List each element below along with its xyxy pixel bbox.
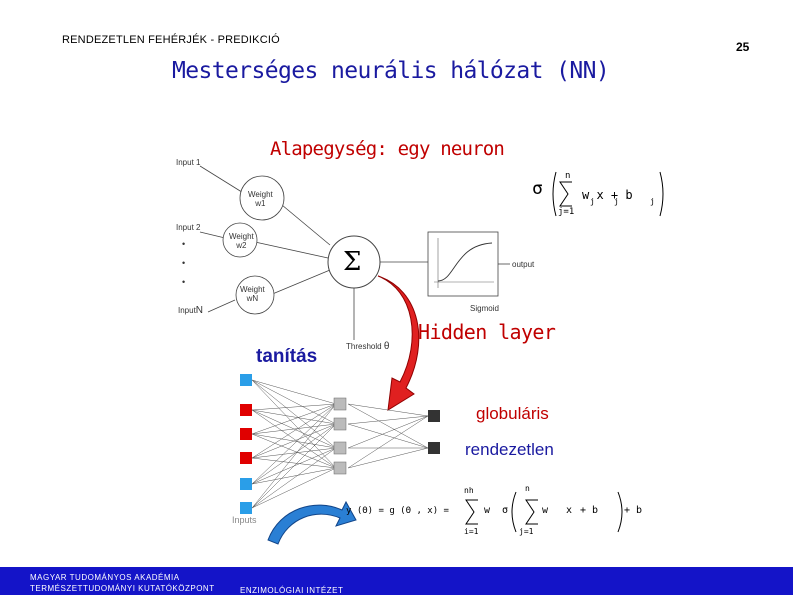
hidden-layer-label: Hidden layer [418, 320, 556, 344]
formula-bottom-sigma: σ [502, 505, 509, 516]
inputs-label: Inputs [232, 515, 257, 525]
threshold-label: Threshold θ [346, 341, 390, 352]
network-diagram [240, 374, 440, 514]
input-n-label: InputN [178, 305, 204, 316]
output-node-1 [428, 410, 440, 422]
globularis-label: globuláris [476, 404, 549, 423]
formula-top-term: w x + b [582, 188, 633, 202]
hidden-node-1 [333, 397, 347, 411]
subtitle: Alapegység: egy neuron [270, 138, 505, 160]
formula-bottom-upper-1: nh [464, 486, 474, 495]
formula-top-sub-1: j [590, 197, 595, 206]
weight-2-node [222, 222, 258, 258]
neuron-diagram [199, 165, 510, 340]
footer-organization: MAGYAR TUDOMÁNYOS AKADÉMIA TERMÉSZETTUDO… [30, 573, 215, 593]
formula-bottom-upper-2: n [525, 484, 530, 493]
blue-arrow [267, 500, 357, 545]
formula-bottom-plus-b2: + b [624, 505, 643, 516]
ellipsis-dot-3: • [182, 277, 186, 287]
section-header: RENDEZETLEN FEHÉRJÉK - PREDIKCIÓ [62, 34, 280, 46]
output-label: output [512, 260, 535, 269]
input-node-1 [240, 374, 252, 386]
formula-bottom-left: y (Θ) = g (Θ , x) = [346, 506, 449, 516]
input-node-3 [240, 428, 252, 440]
input-2-label: Input 2 [176, 223, 201, 232]
formula-top-sigma: σ [532, 178, 543, 199]
ellipsis-dot-2: • [182, 258, 186, 268]
slide-title: Mesterséges neurális hálózat (NN) [172, 58, 610, 84]
page-number: 25 [736, 40, 750, 54]
ellipsis-dot-1: • [182, 239, 186, 249]
formula-top-upper: n [565, 171, 571, 181]
sigmoid-box [427, 231, 499, 297]
formula-bottom-lower-2: j=1 [519, 527, 534, 536]
weight-1-node [239, 175, 285, 221]
hidden-node-2 [333, 417, 347, 431]
formula-top-sub-3: j [650, 197, 655, 206]
formula-top-brackets [552, 171, 664, 217]
formula-bottom-lower-1: i=1 [464, 527, 479, 536]
formula-bottom-w2: w [484, 505, 491, 516]
sigmoid-label: Sigmoid [470, 304, 499, 313]
sum-symbol: Σ [343, 247, 362, 277]
input-1-label: Input 1 [176, 158, 201, 167]
footer-bar [0, 567, 793, 595]
formula-top-sub-2: j [614, 197, 619, 206]
output-node-2 [428, 442, 440, 454]
hidden-node-3 [333, 441, 347, 455]
input-node-5 [240, 478, 252, 490]
formula-bottom-w1: w [542, 505, 549, 516]
input-node-2 [240, 404, 252, 416]
weight-n-node [235, 275, 275, 315]
red-arrow [377, 275, 420, 411]
tanitas-label: tanítás [256, 346, 318, 367]
input-node-4 [240, 452, 252, 464]
sigmoid-curve [437, 242, 493, 282]
input-node-6 [240, 502, 252, 514]
formula-bottom-x: x [566, 505, 573, 516]
formula-top-lower: j=1 [558, 207, 575, 217]
formula-bottom-plus-b1: + b [580, 505, 599, 516]
rendezetlen-label: rendezetlen [465, 440, 554, 459]
sum-node [327, 235, 381, 289]
footer-institute: ENZIMOLÓGIAI INTÉZET [240, 586, 344, 595]
hidden-node-4 [333, 461, 347, 475]
formula-bottom-symbols [465, 491, 623, 533]
